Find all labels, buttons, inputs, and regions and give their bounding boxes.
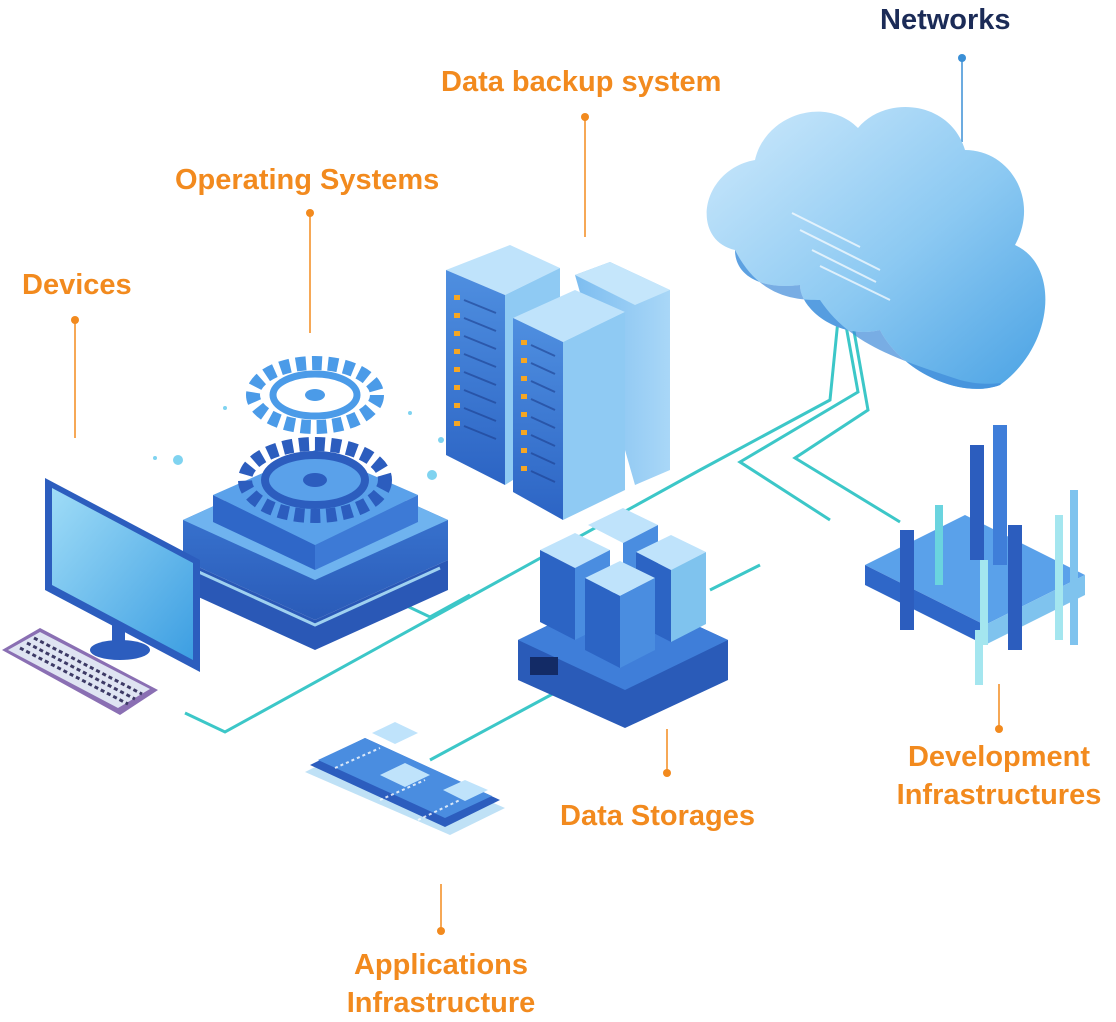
label-applications-infrastructure: Applications Infrastructure xyxy=(331,946,551,1022)
label-development-line2: Infrastructures xyxy=(896,779,1102,811)
monitor-icon xyxy=(45,478,200,672)
connector-lines xyxy=(184,319,901,762)
storage-block-icon xyxy=(518,508,728,728)
server-rack-icon xyxy=(446,245,670,520)
label-pointers xyxy=(74,58,1000,931)
label-networks: Networks xyxy=(880,4,1011,36)
label-development-line1: Development xyxy=(907,741,1091,773)
label-operating-systems: Operating Systems xyxy=(175,164,440,196)
label-applications-line1: Applications xyxy=(353,949,528,981)
gear-icon xyxy=(183,356,448,650)
circuit-board-icon xyxy=(865,425,1085,685)
label-devices: Devices xyxy=(22,269,132,301)
label-development-infrastructures: Development Infrastructures xyxy=(885,738,1113,814)
label-applications-line2: Infrastructure xyxy=(346,987,536,1019)
label-data-backup-system: Data backup system xyxy=(441,66,722,98)
cloud-icon xyxy=(706,107,1046,389)
sparkle-dots xyxy=(153,406,444,480)
app-cards-icon xyxy=(305,722,505,835)
keyboard-icon xyxy=(2,628,158,715)
label-data-storages: Data Storages xyxy=(560,800,756,832)
label-pointer-dots xyxy=(71,54,1003,935)
